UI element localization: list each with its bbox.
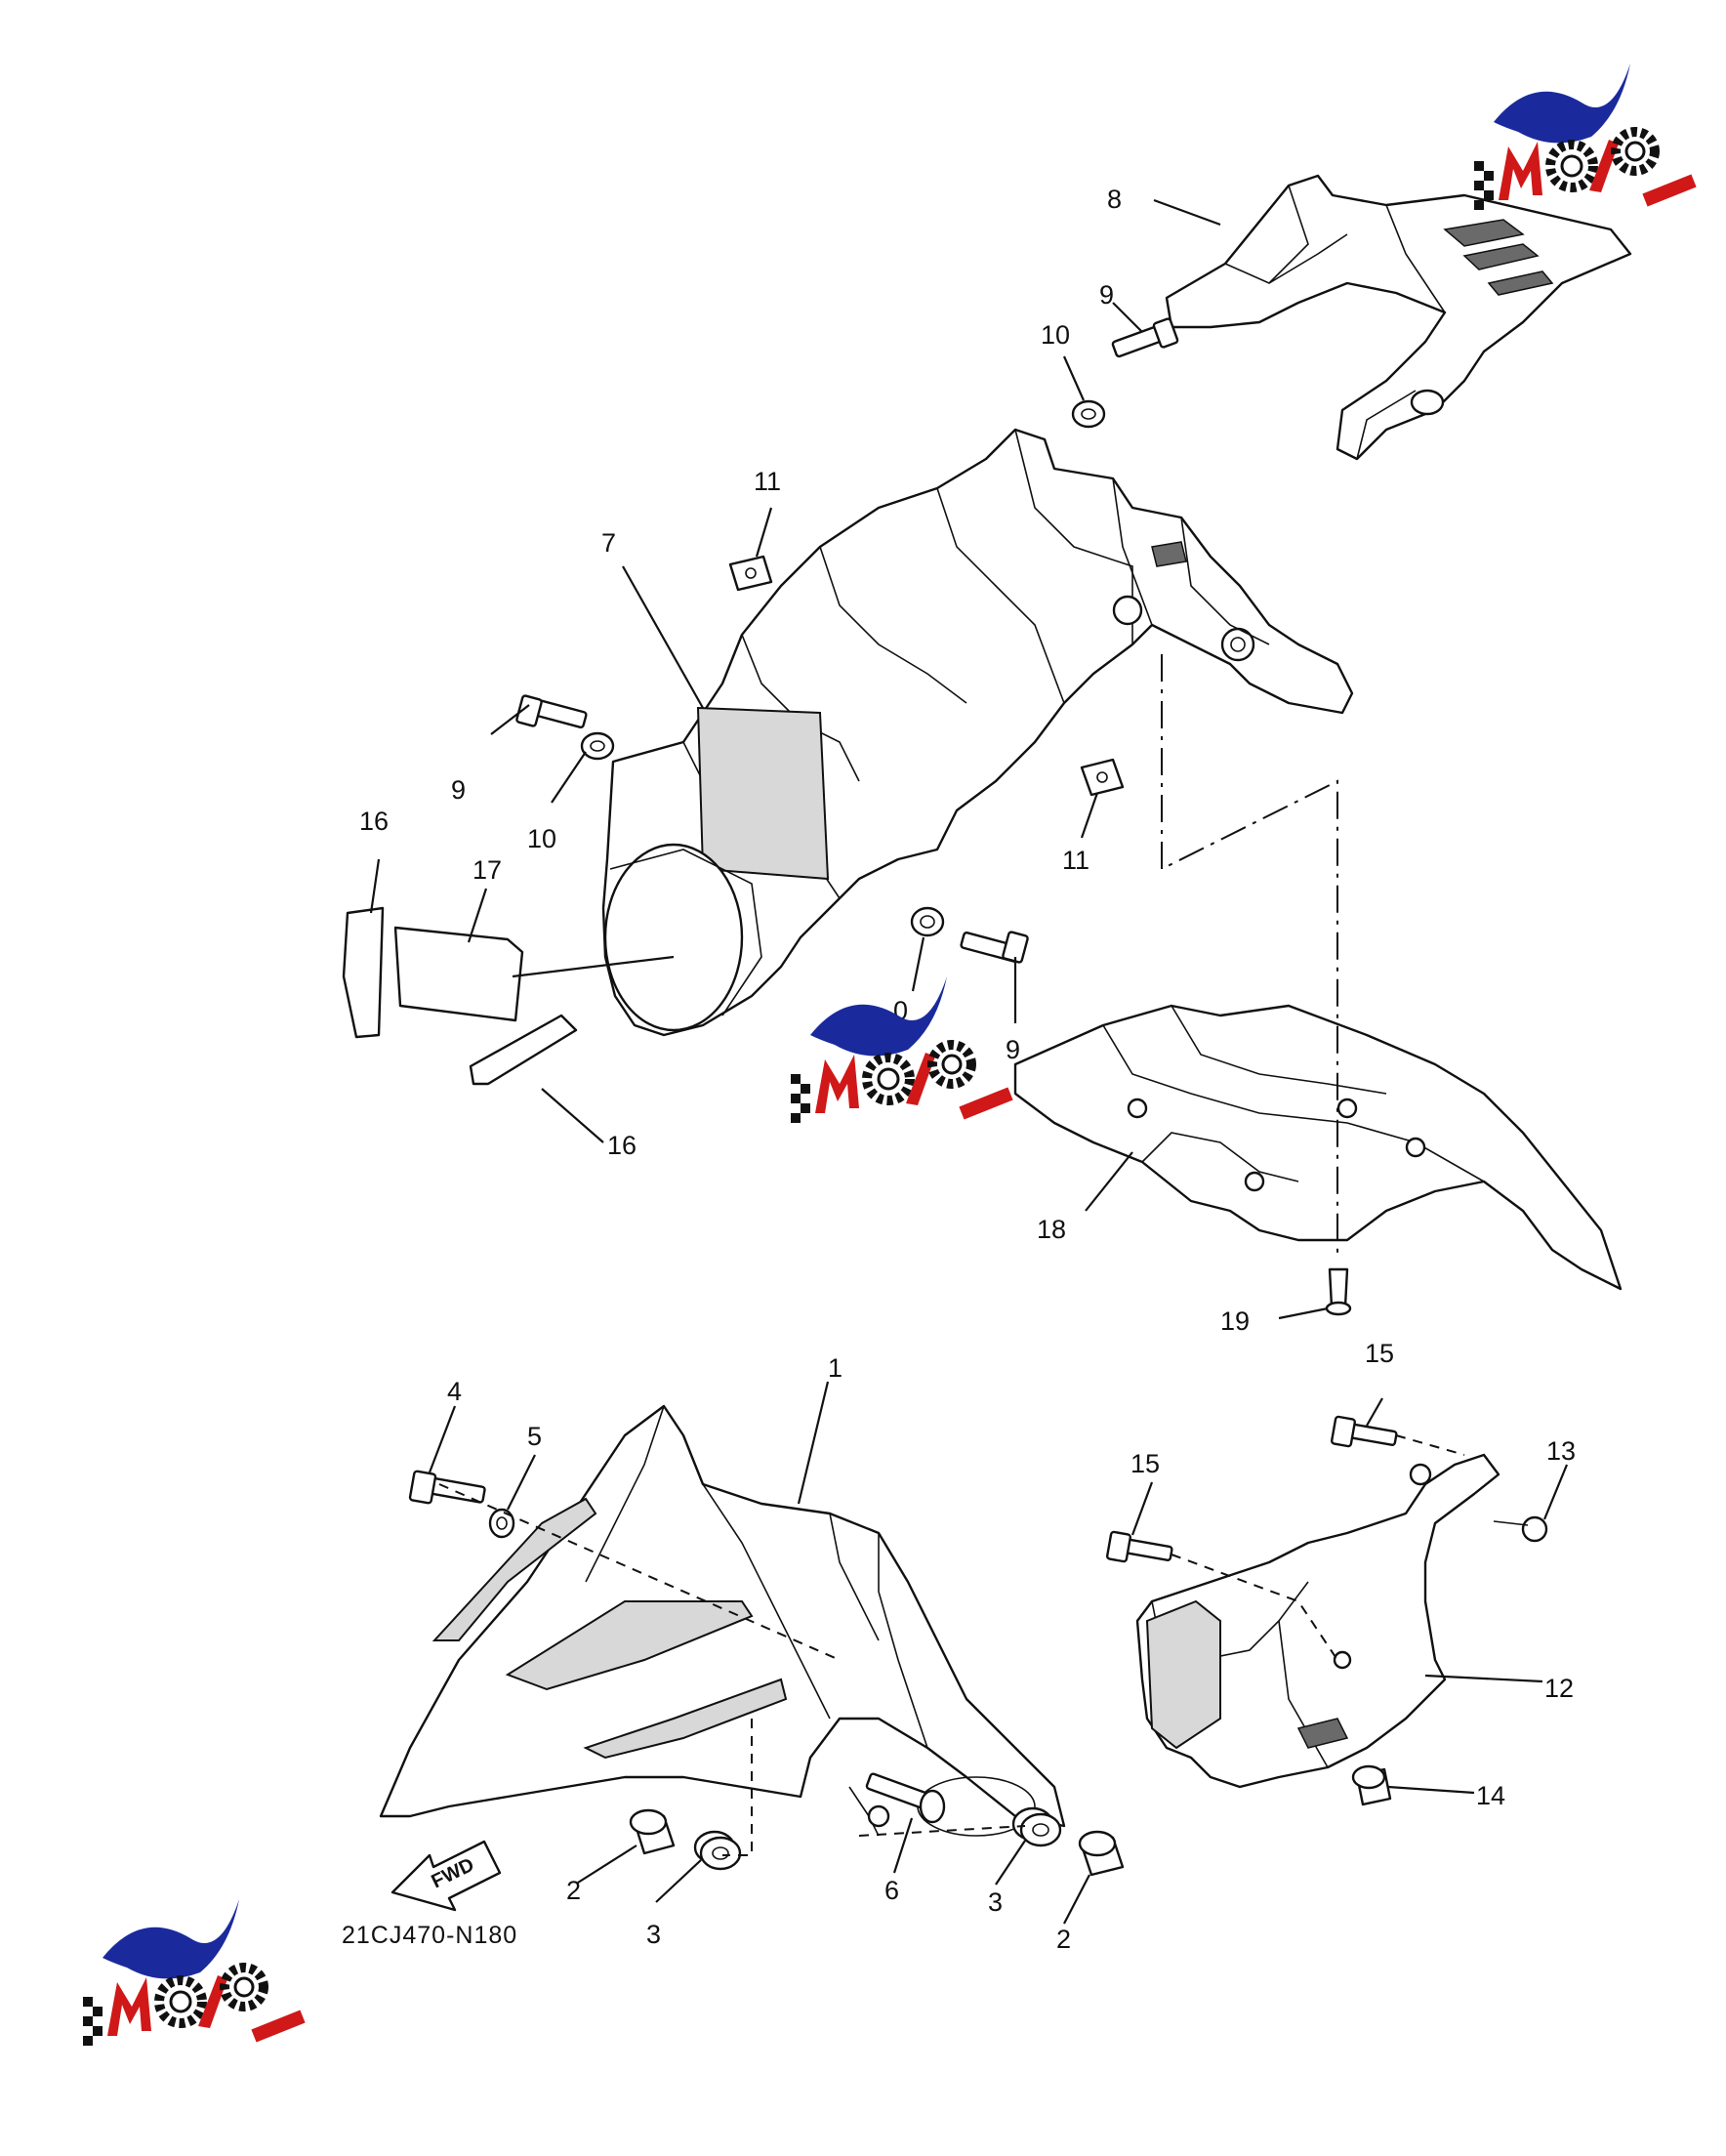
watermark-logo-top-right (1474, 63, 1694, 210)
part-4-bolt (408, 1470, 486, 1505)
part-14-clip (1351, 1764, 1392, 1806)
part-2-collar-right (1078, 1830, 1125, 1877)
part-19-screw (1325, 1267, 1352, 1316)
callout: 15 (1365, 1339, 1394, 1368)
assembly-lines (438, 654, 1465, 1856)
part-10-collar-top (1071, 399, 1106, 429)
callout: 11 (754, 467, 781, 496)
callout: 9 (1006, 1035, 1020, 1064)
callouts: 1 2 2 3 3 4 5 6 7 8 9 9 9 10 10 0 11 11 … (359, 185, 1576, 1954)
leader-lines (369, 198, 1569, 1925)
part-9-bolt-top (1111, 317, 1179, 358)
callout: 17 (473, 855, 502, 885)
callout: 4 (447, 1377, 462, 1406)
callout: 9 (451, 775, 466, 805)
callout: 7 (601, 528, 616, 558)
part-3-grommet-left (693, 1830, 742, 1871)
callout: 8 (1107, 185, 1122, 214)
part-10-collar-left (580, 731, 615, 761)
watermark-logo-bottom-left (83, 1899, 303, 2046)
part-9-bolt-mid (960, 931, 1029, 964)
hardware (342, 317, 1548, 1877)
callout: 18 (1037, 1215, 1066, 1244)
callout: 1 (828, 1353, 842, 1383)
callout: 16 (607, 1131, 637, 1160)
callout: 13 (1546, 1436, 1576, 1466)
callout: 10 (1041, 320, 1070, 350)
part-18-mudguard (1013, 1004, 1623, 1291)
callout: 12 (1544, 1674, 1574, 1703)
callout: 5 (527, 1422, 542, 1451)
callout: 2 (1056, 1925, 1071, 1954)
callout: 6 (884, 1876, 899, 1905)
callout: 3 (646, 1920, 661, 1949)
fwd-arrow: FWD (390, 1840, 502, 1912)
part-10-collar-mid (910, 906, 945, 937)
callout: 9 (1099, 280, 1114, 310)
part-11-nut-right (1080, 758, 1125, 797)
part-7-rear-fender-frame (601, 428, 1354, 1037)
part-2-collar-left (629, 1808, 676, 1855)
part-5-washer (488, 1508, 515, 1539)
part-9-bolt-left (515, 694, 588, 729)
reference-code: 21CJ470-N180 (342, 1922, 517, 1949)
part-13-nut (1493, 1515, 1548, 1543)
part-17-pad (393, 926, 524, 1022)
part-6-screw (865, 1772, 946, 1824)
part-1-front-fender (379, 1404, 1066, 1837)
callout: 3 (988, 1887, 1003, 1917)
callout: 14 (1476, 1781, 1505, 1810)
part-15-bolt-upper (1330, 1415, 1398, 1448)
part-3-grommet-right (1011, 1806, 1062, 1847)
callout: 11 (1062, 846, 1089, 875)
callout: 15 (1130, 1449, 1160, 1478)
part-15-bolt-lower (1105, 1530, 1173, 1563)
callout: 19 (1220, 1306, 1250, 1336)
callout: 10 (527, 824, 556, 853)
part-16-pad-upper (342, 906, 385, 1039)
callout: 16 (359, 807, 389, 836)
part-12-bracket (1135, 1453, 1500, 1789)
part-16-pad-lower (469, 1014, 578, 1086)
part-8-grab-bar (1165, 174, 1632, 461)
callout: 2 (566, 1876, 581, 1905)
part-11-nut-top (728, 555, 773, 592)
